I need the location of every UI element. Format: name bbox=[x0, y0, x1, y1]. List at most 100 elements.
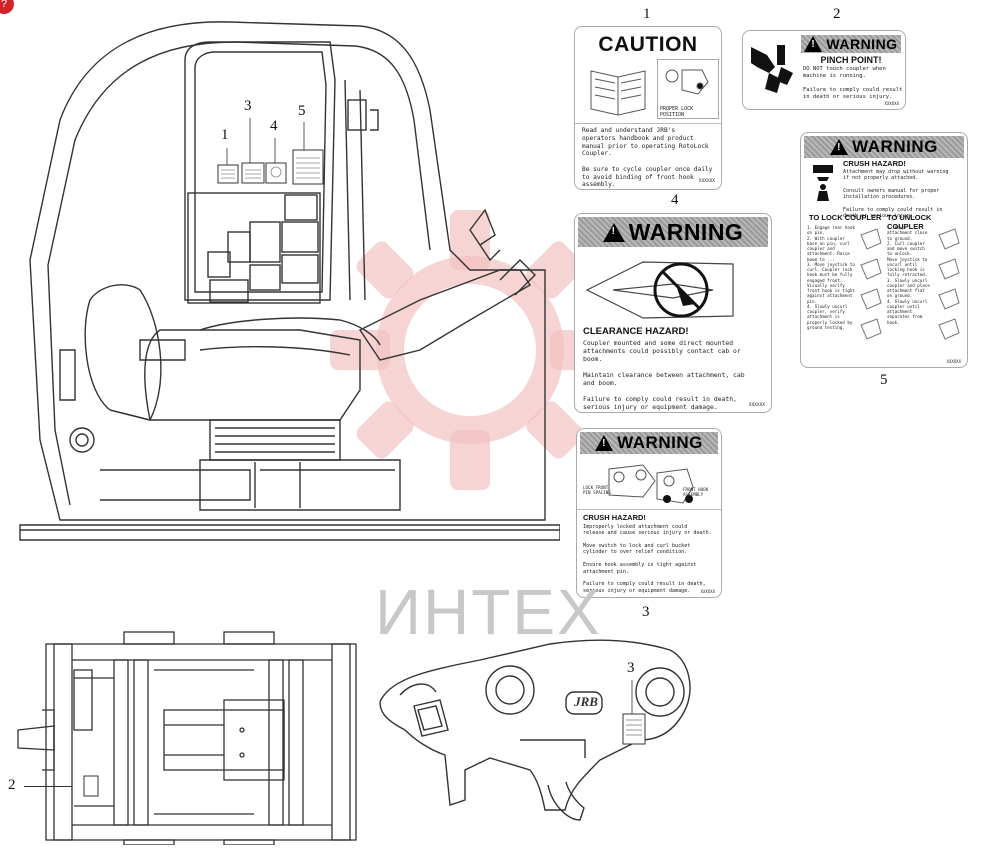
pinch-decal-header: WARNING bbox=[801, 35, 901, 53]
crush-hazard-decal-5: WARNING CRUSH HAZARD! Attachment may dro… bbox=[800, 132, 968, 368]
pinch-decal-title: PINCH POINT! bbox=[820, 55, 882, 65]
decal-text-line: death or serious injury. bbox=[843, 212, 916, 219]
lock-steps: 1. Engage rear hook on pin.2. With coupl… bbox=[807, 225, 857, 330]
crush5-title: CRUSH HAZARD! bbox=[843, 159, 906, 168]
decal-text-line: Improperly locked attachment could bbox=[583, 524, 688, 530]
lock-step: 1. Engage rear hook on pin. bbox=[807, 225, 855, 236]
callout-cab-1: 1 bbox=[221, 127, 229, 143]
unlock-steps: 1. Keep attachment close to ground.2. Cu… bbox=[887, 225, 931, 325]
callout-cab-5: 5 bbox=[298, 103, 306, 119]
lock-position-figure: PROPER LOCK POSITION bbox=[657, 59, 719, 119]
decal-text-line: Coupler. bbox=[582, 150, 612, 158]
decal-text-line: release and cause serious injury or deat… bbox=[583, 530, 712, 537]
no-contact-icon bbox=[585, 261, 734, 319]
decal-text-line: Coupler mounted and some direct mounted bbox=[583, 339, 734, 347]
decal-text-line: operators handbook and product bbox=[582, 134, 694, 142]
unlock-step-figures bbox=[938, 228, 960, 340]
decal-text-line: Failure to comply could result in death, bbox=[583, 581, 706, 588]
decal-text-line: Consult owners manual for proper bbox=[843, 187, 940, 194]
lock-front-pin-caption: LOCK FRONT PIN SPACING bbox=[583, 485, 611, 496]
decal-text-line: manual prior to operating RotoLock bbox=[582, 142, 709, 150]
frame-leader-line bbox=[24, 786, 72, 787]
decal-text-line: in death or serious injury. bbox=[803, 93, 893, 100]
decal-text-line: Attachment may drop without warning bbox=[843, 169, 949, 175]
pinch-point-decal: WARNING PINCH POINT! DO NOT touch couple… bbox=[742, 30, 906, 110]
decal-text-line: machine is running. bbox=[803, 72, 866, 79]
lock-step-figures bbox=[860, 228, 882, 340]
caution-decal-header: CAUTION bbox=[598, 33, 698, 56]
falling-load-icon bbox=[807, 163, 839, 203]
clearance-header: WARNING bbox=[578, 217, 768, 247]
watermark-text: ИНТЕХ bbox=[375, 576, 602, 648]
book-icon bbox=[583, 59, 653, 117]
callout-coupler-3: 3 bbox=[627, 660, 635, 676]
crush5-part-no: XXXXXX bbox=[946, 359, 961, 364]
front-hook-caption: FRONT HOOK ASSEMBLY bbox=[683, 487, 709, 498]
callout-decal-4: 4 bbox=[671, 192, 679, 208]
decal-text-line: Failure to comply could result in bbox=[843, 206, 943, 213]
callout-cab-3: 3 bbox=[244, 98, 252, 114]
clearance-part-no: XXXXXX bbox=[748, 403, 765, 409]
decal-text-line: DO NOT touch coupler when bbox=[803, 66, 886, 72]
caution-decal: CAUTION PROPER LOCK POSITION Read and un… bbox=[574, 26, 722, 190]
decal-text-line: if not properly attached. bbox=[843, 175, 919, 182]
decal-text-line bbox=[803, 80, 902, 87]
crush3-part-no: XXXXXX bbox=[700, 589, 715, 594]
unlock-step: 4. Slowly uncurl coupler until attachmen… bbox=[887, 298, 928, 325]
clearance-hazard-decal: WARNING CLEARANCE HAZARD! Coupler mounte… bbox=[574, 213, 772, 413]
decal-text-line: cylinder to over relief condition. bbox=[583, 549, 688, 556]
pinch-decal-part-no: XXXXXX bbox=[884, 101, 899, 106]
clearance-title: CLEARANCE HAZARD! bbox=[583, 326, 689, 337]
lock-coupler-heading: TO LOCK COUPLER bbox=[809, 213, 882, 222]
decal-text-line: to avoid binding of front hook bbox=[582, 173, 694, 181]
decal-text-line: serious injury or equipment damage. bbox=[583, 403, 718, 411]
callout-decal-1: 1 bbox=[643, 6, 651, 22]
coupler-side-view bbox=[379, 639, 691, 821]
coupler-top-view bbox=[17, 631, 357, 845]
jrb-logo: JRB bbox=[574, 694, 598, 709]
decal-text-line: attachments could possibly contact cab o… bbox=[583, 347, 741, 355]
callout-decal-2: 2 bbox=[833, 6, 841, 22]
corner-badge: ? bbox=[0, 0, 14, 14]
coupler-lock-figure bbox=[608, 464, 694, 504]
decal-text-line: Ensure hook assembly is tight against bbox=[583, 562, 697, 569]
decal-text-line bbox=[582, 189, 712, 190]
lock-step: 4. Slowly uncurl coupler, verify attachm… bbox=[807, 303, 853, 330]
decal-text-line: Be sure to cycle coupler once daily bbox=[582, 165, 713, 173]
callout-frame-2: 2 bbox=[8, 777, 16, 793]
decal-text-line: and boom. bbox=[583, 379, 618, 387]
callout-cab-4: 4 bbox=[270, 118, 278, 134]
decal-text-line: Read and understand JRB's bbox=[582, 127, 676, 134]
decal-text-line: assembly. bbox=[582, 181, 616, 189]
cab-drawing bbox=[19, 21, 560, 541]
callout-decal-5: 5 bbox=[880, 372, 888, 388]
decal-text-line: boom. bbox=[583, 355, 603, 363]
decal-text-line: serious injury or equipment damage. bbox=[583, 587, 691, 594]
decal-text-line: Move switch to lock and curl bucket bbox=[583, 543, 691, 550]
lock-step: 2. With coupler base on pin, curl couple… bbox=[807, 235, 850, 262]
lock-position-caption: PROPER LOCK POSITION bbox=[660, 106, 694, 119]
decal-text-line bbox=[583, 363, 745, 371]
callout-decal-3: 3 bbox=[642, 604, 650, 620]
watermark-logo-icon bbox=[330, 210, 610, 490]
crush3-title: CRUSH HAZARD! bbox=[583, 513, 646, 522]
decal-text-line: installation procedures. bbox=[843, 194, 916, 200]
decal-text-line bbox=[582, 158, 712, 166]
decal-text-line: Failure to comply could result bbox=[803, 86, 903, 93]
crush5-header: WARNING bbox=[804, 136, 964, 158]
unlock-step: Move joystick to uncurl until locking ho… bbox=[887, 256, 928, 278]
lock-step: Visually verify front hook is tight agai… bbox=[807, 282, 855, 304]
decal-text-line: attachment pin. bbox=[583, 568, 630, 575]
crush-hazard-decal-3: WARNING LOCK FRONT PIN SPACING FRONT HOO… bbox=[576, 428, 722, 598]
decal-text-line: Maintain clearance between attachment, c… bbox=[583, 371, 745, 379]
unlock-coupler-heading: TO UNLOCK COUPLER bbox=[887, 213, 932, 231]
lock-step: 3. Move joystick to curl. Coupler lock h… bbox=[807, 261, 855, 283]
pinch-hand-icon bbox=[747, 37, 799, 103]
crush3-header: WARNING bbox=[580, 432, 718, 454]
decal-text-line bbox=[583, 387, 745, 395]
caution-decal-part-no: XXXXXX bbox=[698, 179, 715, 185]
